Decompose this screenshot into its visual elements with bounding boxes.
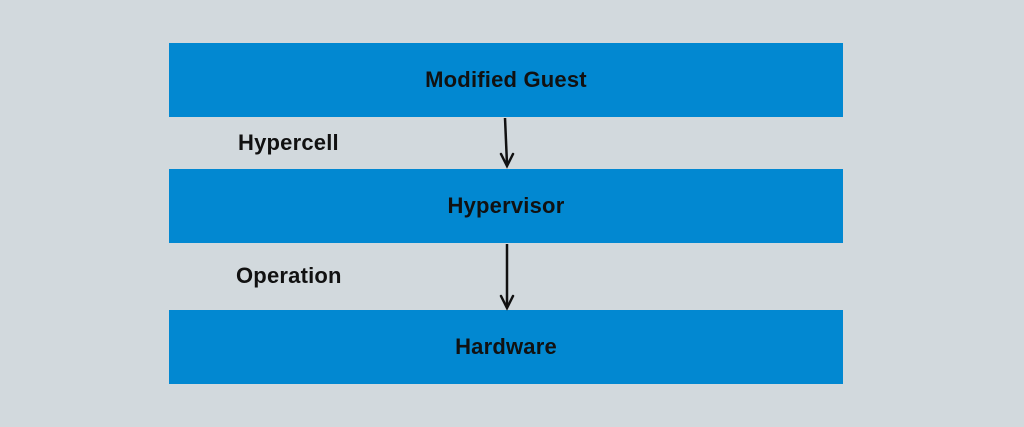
edge-label-hypercell: Hypercell: [238, 130, 339, 155]
layer-label-hypervisor: Hypervisor: [447, 193, 565, 218]
layer-label-hardware: Hardware: [455, 334, 557, 359]
layer-label-modified-guest: Modified Guest: [425, 67, 587, 92]
layer-hardware: Hardware: [169, 310, 843, 384]
arrow-head-1: [499, 152, 515, 169]
arrow-shaft-1: [503, 117, 509, 165]
edge-label-operation: Operation: [236, 263, 342, 288]
layer-modified-guest: Modified Guest: [169, 43, 843, 117]
arrow-hypervisor-to-hardware: [499, 244, 515, 311]
layer-hypervisor: Hypervisor: [169, 169, 843, 243]
arrow-head-2: [499, 294, 515, 311]
arrow-guest-to-hypervisor: [499, 117, 515, 169]
